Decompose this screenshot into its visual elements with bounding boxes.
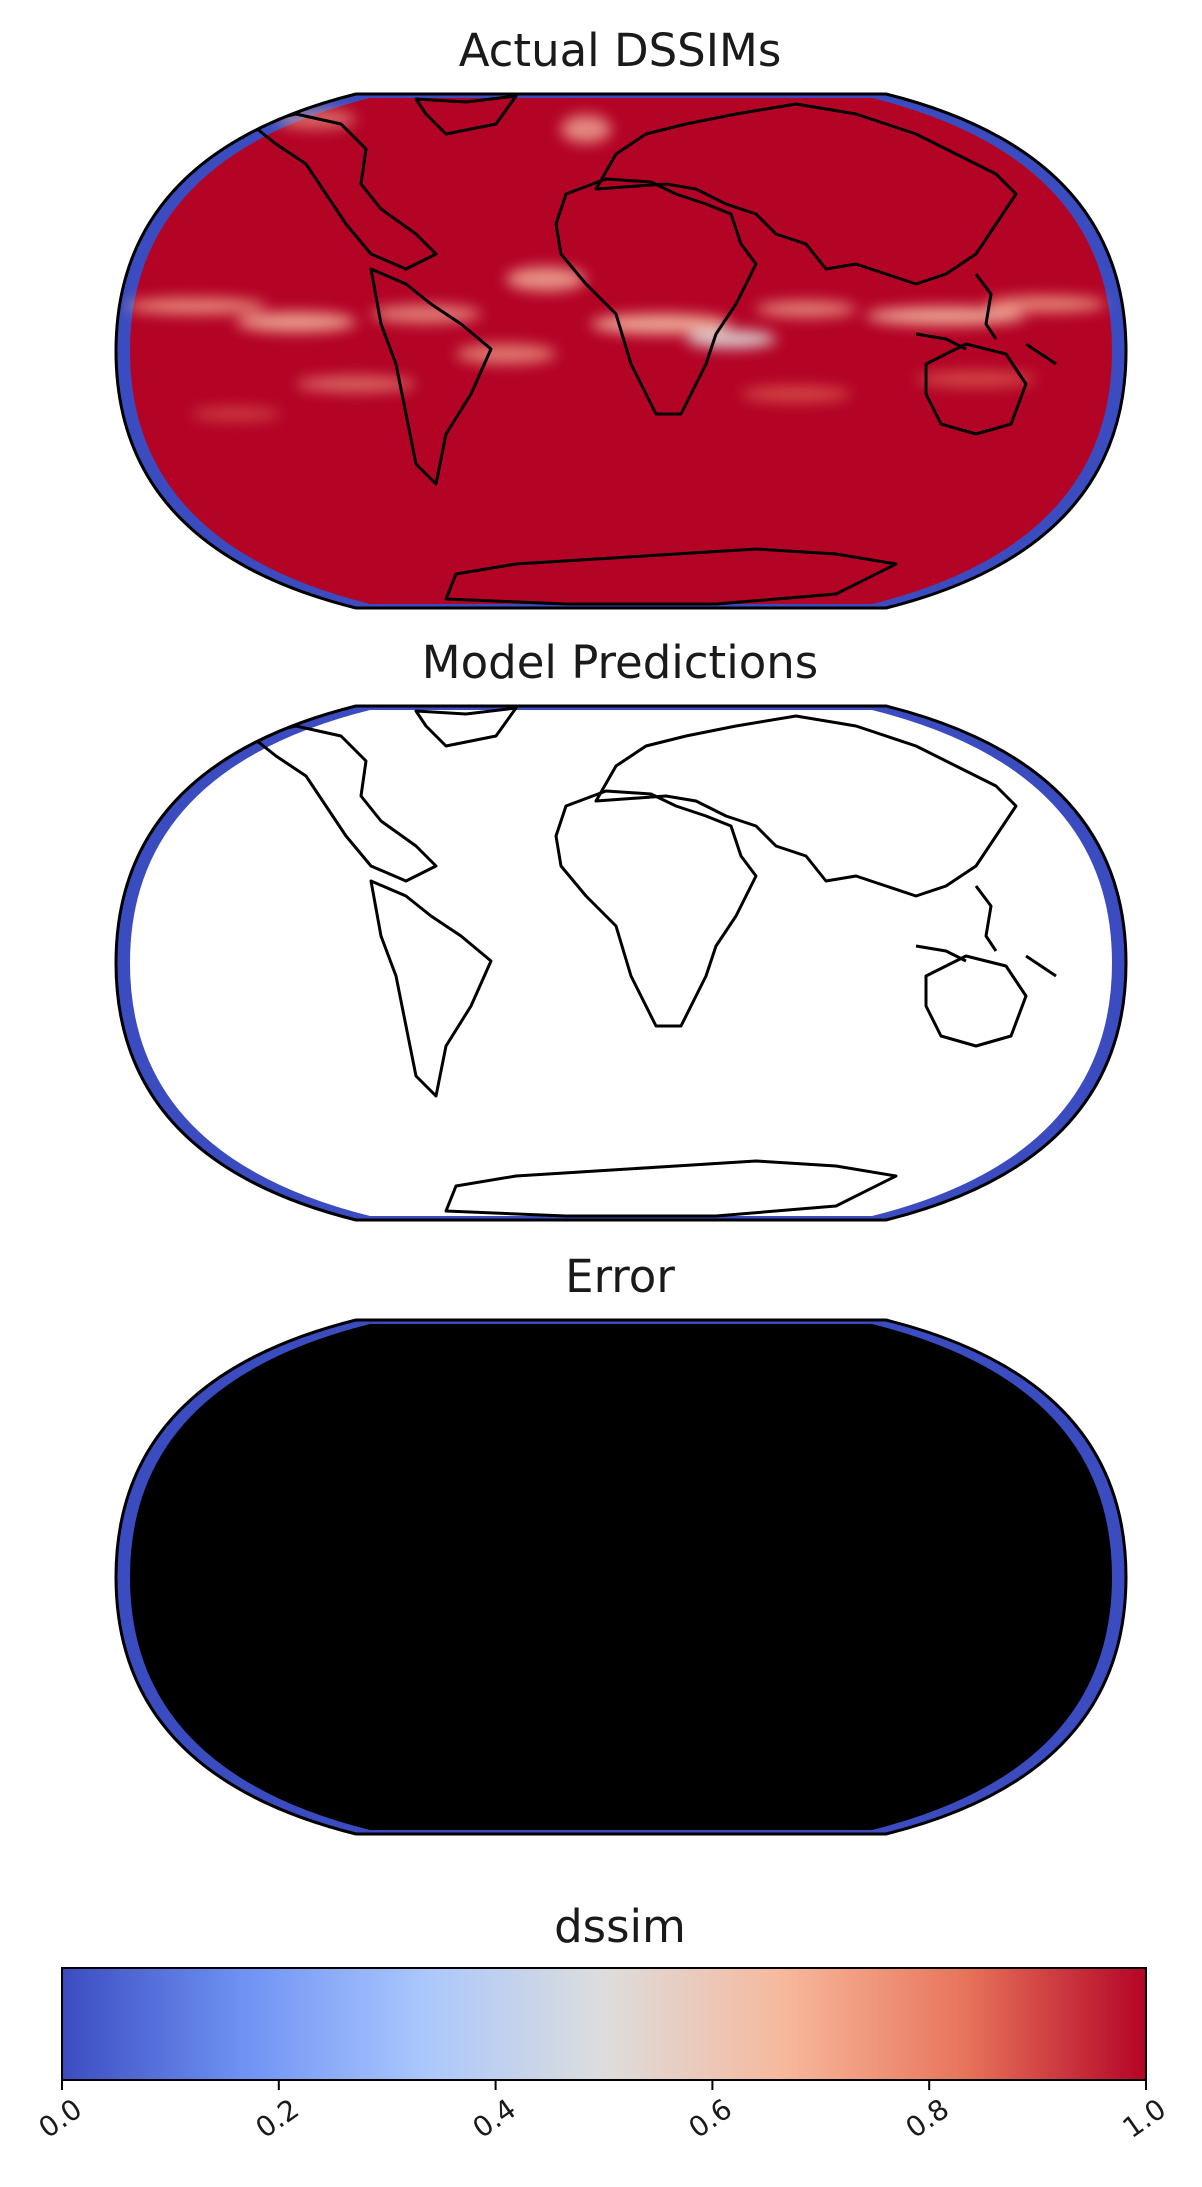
colorbar-tick-label: 0.2 (249, 2092, 305, 2145)
colorbar-tick-label: 1.0 (1116, 2092, 1172, 2145)
colorbar-label: dssim (554, 1900, 686, 1953)
coastlines (249, 94, 1057, 606)
panel-title-error: Error (565, 1250, 675, 1303)
globe-outline (114, 92, 1128, 610)
dssim-field (130, 98, 1112, 604)
colorbar-gradient (61, 1967, 1147, 2081)
globe-outline (114, 704, 1128, 1222)
panel-title-predictions: Model Predictions (421, 636, 819, 689)
colorbar-tick-label: 0.8 (899, 2092, 956, 2145)
colorbar (61, 1967, 1147, 2090)
colorbar-tick-label: 0.6 (682, 2092, 739, 2145)
globe-outline (114, 1318, 1128, 1836)
actual-dssim-map (114, 92, 1128, 610)
colorbar-tick-label: 0.4 (466, 2092, 522, 2145)
error-map (114, 1318, 1128, 1836)
model-predictions-map (114, 704, 1128, 1222)
coastlines (249, 706, 1057, 1218)
colorbar-tick-label: 0.0 (32, 2092, 88, 2145)
panel-title-actual: Actual DSSIMs (458, 24, 782, 77)
error-field (130, 1324, 1112, 1830)
prediction-field (130, 710, 1112, 1216)
low-dssim-patches (126, 109, 1106, 421)
